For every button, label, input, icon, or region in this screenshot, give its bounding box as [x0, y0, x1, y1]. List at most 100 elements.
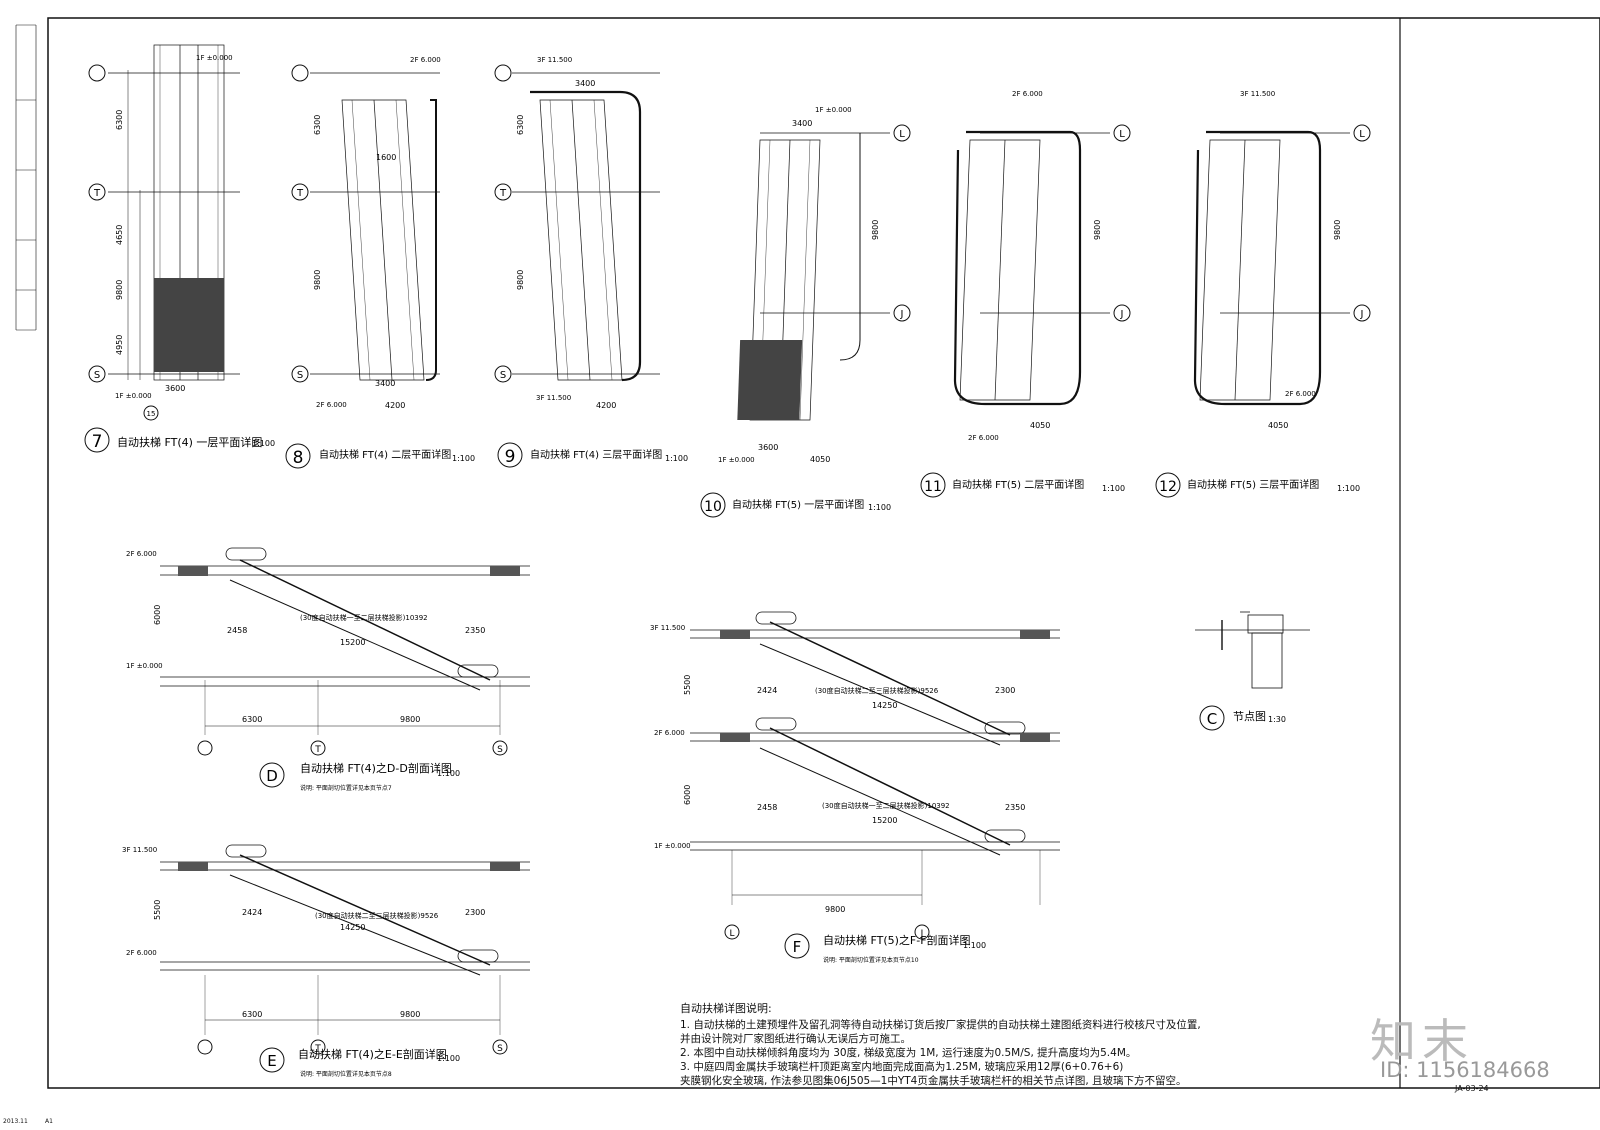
grid-T: T: [93, 188, 101, 199]
plan-12-scale: 1:100: [1337, 484, 1360, 493]
section-F-title-text: 自动扶梯 FT(5)之F-F剖面详图: [823, 933, 971, 947]
plan-11-title-text: 自动扶梯 FT(5) 二层平面详图: [952, 478, 1084, 491]
section-D-title: D 自动扶梯 FT(4)之D-D剖面详图 1:100 说明: 平面剖切位置详见本…: [259, 761, 460, 792]
plan-8-number: 8: [293, 448, 304, 468]
dim-9800-9: 9800: [516, 270, 525, 290]
plan-11: L J 9800 4050 2F 6.000 2F 6.000: [953, 90, 1131, 442]
section-E-title-text: 自动扶梯 FT(4)之E-E剖面详图: [298, 1047, 447, 1061]
plan-11-title: 11 自动扶梯 FT(5) 二层平面详图 1:100: [920, 472, 1125, 498]
level-2f-F: 2F 6.000: [654, 729, 685, 737]
grid-T-D: T: [314, 745, 321, 755]
plan-7: T S 15 6300 4650 9800 4950 3600 1F ±0.00…: [88, 44, 240, 421]
node-C-title: C 节点图 1:30: [1199, 705, 1286, 731]
section-E-scale: 1:100: [437, 1054, 460, 1063]
plan-7-title: 7 自动扶梯 FT(4) 一层平面详图 1:100: [84, 427, 275, 453]
left-strip-cells: [16, 24, 36, 331]
plan-11-scale: 1:100: [1102, 484, 1125, 493]
dim-4950: 4950: [115, 335, 124, 355]
dim-9800: 9800: [115, 280, 124, 300]
plan-10-scale: 1:100: [868, 503, 891, 512]
grid-L-F: L: [729, 929, 734, 939]
plan-12-title: 12 自动扶梯 FT(5) 三层平面详图 1:100: [1155, 472, 1360, 498]
dim-4200-9: 4200: [596, 401, 616, 410]
dim-10392-D: (30度自动扶梯一至二层扶梯投影)10392: [300, 613, 428, 622]
dim-9800-8: 9800: [313, 270, 322, 290]
dim-2424-E: 2424: [242, 908, 262, 917]
dim-9800-E: 9800: [400, 1010, 420, 1019]
plan-8: T S 6300 9800 3400 4200 1600 2F 6.000 2F…: [291, 56, 441, 410]
dim-4200-8: 4200: [385, 401, 405, 410]
level-2f-11b: 2F 6.000: [968, 434, 999, 442]
section-E: T S 3F 11.500 2F 6.000 5500 2424 2300 (3…: [122, 844, 530, 1055]
dim-2424-F: 2424: [757, 686, 777, 695]
plan-10-title: 10 自动扶梯 FT(5) 一层平面详图 1:100: [700, 492, 891, 518]
dim-3400-9: 3400: [575, 79, 595, 88]
section-E-title: E 自动扶梯 FT(4)之E-E剖面详图 1:100 说明: 平面剖切位置详见本…: [259, 1047, 460, 1078]
section-D-letter: D: [266, 767, 278, 785]
dim-6300-9: 6300: [516, 115, 525, 135]
plan-8-title: 8 自动扶梯 FT(4) 二层平面详图 1:100: [285, 443, 475, 469]
dim-2458-D: 2458: [227, 626, 247, 635]
sheet-border: [47, 17, 1600, 1089]
level-1f-F: 1F ±0.000: [654, 842, 691, 850]
dim-2350-F: 2350: [1005, 803, 1025, 812]
plan-9-number: 9: [505, 447, 516, 467]
dim-3600-10: 3600: [758, 443, 778, 452]
note-line-2: 并由设计院对厂家图纸进行确认无误后方可施工。: [680, 1033, 911, 1045]
section-D-scale: 1:100: [437, 769, 460, 778]
level-1f-b: 1F ±0.000: [115, 392, 152, 400]
dim-15200-D: 15200: [340, 638, 365, 647]
plan-9-scale: 1:100: [665, 454, 688, 463]
dim-6300: 6300: [115, 110, 124, 130]
dim-6000-F: 6000: [683, 785, 692, 805]
section-D-title-text: 自动扶梯 FT(4)之D-D剖面详图: [300, 761, 452, 775]
section-E-note: 说明: 平面剖切位置详见本页节点8: [300, 1070, 392, 1078]
level-3f: 3F 11.500: [537, 56, 572, 64]
grid-S-D: S: [497, 745, 503, 755]
dim-3400-8: 3400: [375, 379, 395, 388]
dim-6300-8: 6300: [313, 115, 322, 135]
grid-J-11: J: [1120, 309, 1124, 320]
plan-8-title-text: 自动扶梯 FT(4) 二层平面详图: [319, 448, 451, 461]
level-3f-b: 3F 11.500: [536, 394, 571, 402]
plan-8-scale: 1:100: [452, 454, 475, 463]
dim-3600: 3600: [165, 384, 185, 393]
level-2f-12: 2F 6.000: [1285, 390, 1316, 398]
dim-4650: 4650: [115, 225, 124, 245]
plan-12: L J 9800 4050 3F 11.500 2F 6.000: [1193, 90, 1371, 430]
dim-15200-F: 15200: [872, 816, 897, 825]
note-line-3: 2. 本图中自动扶梯倾斜角度均为 30度, 梯级宽度为 1M, 运行速度为0.5…: [680, 1047, 1137, 1059]
grid-S-E: S: [497, 1044, 503, 1054]
plan-10-title-text: 自动扶梯 FT(5) 一层平面详图: [732, 498, 864, 511]
note-line-4: 3. 中庭四周金属扶手玻璃栏杆顶距离室内地面完成面高为1.25M, 玻璃应采用1…: [680, 1061, 1124, 1073]
grid-S-9: S: [500, 370, 506, 381]
grid-L-11: L: [1119, 129, 1125, 140]
level-2f-E: 2F 6.000: [126, 949, 157, 957]
level-1f-10: 1F ±0.000: [815, 106, 852, 114]
dim-9526-E: (30度自动扶梯二至三层扶梯投影)9526: [315, 911, 439, 920]
dim-3400-10: 3400: [792, 119, 812, 128]
date-stamp: 2013.11: [3, 1118, 28, 1125]
level-3f-E: 3F 11.500: [122, 846, 157, 854]
dim-4050-11: 4050: [1030, 421, 1050, 430]
escalator-notes: 自动扶梯详图说明: 1. 自动扶梯的土建预埋件及留孔洞等待自动扶梯订货后按厂家提…: [680, 1002, 1400, 1088]
dim-14250-F: 14250: [872, 701, 897, 710]
section-F-title: F 自动扶梯 FT(5)之F-F剖面详图 1:100 说明: 平面剖切位置详见本…: [784, 933, 986, 964]
dim-6300-E: 6300: [242, 1010, 262, 1019]
plan-10-number: 10: [704, 499, 722, 515]
plan-9: T S 6300 9800 3400 4200 3F 11.500 3F 11.…: [494, 56, 660, 410]
notes-title: 自动扶梯详图说明:: [680, 1002, 772, 1015]
section-D-note: 说明: 平面剖切位置详见本页节点7: [300, 784, 392, 792]
plan-11-number: 11: [924, 479, 942, 495]
section-D: T S 2F 6.000 1F ±0.000 6000 2458 2350 (3…: [126, 547, 530, 756]
node-C-letter: C: [1207, 710, 1217, 728]
dim-6300-D: 6300: [242, 715, 262, 724]
grid-15: 15: [147, 410, 156, 418]
section-F: L J 3F 11.500 2F 6.000 1F ±0.000 5500 60…: [650, 611, 1060, 940]
dim-2458-F: 2458: [757, 803, 777, 812]
dim-9526-F: (30度自动扶梯二至三层扶梯投影)9526: [815, 686, 939, 695]
grid-J-10: J: [900, 309, 904, 320]
note-line-5: 夹膜钢化安全玻璃, 作法参见图集06J505—1中YT4页金属扶手玻璃栏杆的相关…: [680, 1075, 1187, 1087]
watermark-id: ID: 1156184668: [1380, 1058, 1550, 1082]
note-line-1: 1. 自动扶梯的土建预埋件及留孔洞等待自动扶梯订货后按厂家提供的自动扶梯土建图纸…: [680, 1019, 1201, 1031]
